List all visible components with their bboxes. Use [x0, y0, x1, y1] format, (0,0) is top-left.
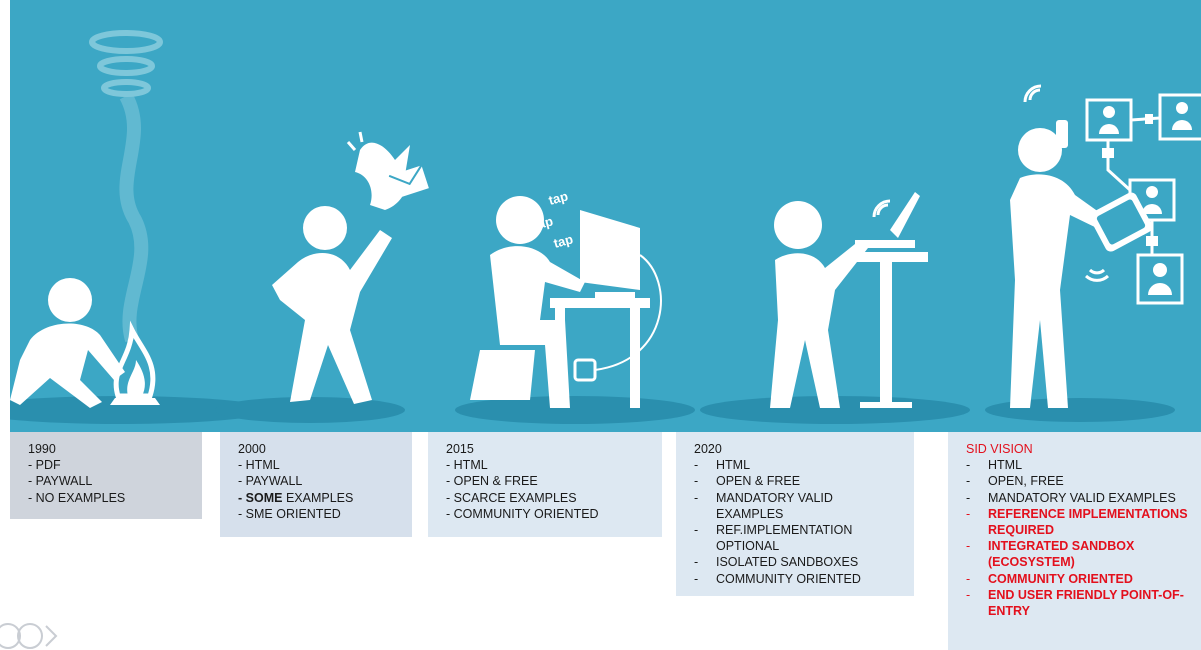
list-item: - SOME EXAMPLES — [238, 490, 354, 505]
list-item: -OPEN, FREE — [966, 474, 1064, 489]
card-list: - HTML - OPEN & FREE - SCARCE EXAMPLES -… — [446, 457, 650, 522]
tap-label-3: tap — [552, 231, 575, 251]
throwing-person-icon — [272, 206, 392, 404]
wifi-icon — [872, 199, 891, 218]
list-item: - PAYWALL — [28, 474, 93, 489]
card-1990: 1990 - PDF - PAYWALL - NO EXAMPLES — [10, 432, 202, 519]
tablet-icon — [1089, 192, 1153, 252]
smoke-signal-icon — [89, 30, 163, 343]
ground-shadow-2015 — [455, 396, 695, 424]
list-item: - COMMUNITY ORIENTED — [446, 506, 599, 521]
card-2020: 2020 -HTML -OPEN & FREE -MANDATORY VALID… — [676, 432, 914, 596]
scene-2000 — [215, 131, 429, 423]
list-item: -END USER FRIENDLY POINT-OF-ENTRY — [966, 587, 1184, 619]
list-item: - OPEN & FREE — [446, 474, 538, 489]
laptop-icon — [848, 192, 928, 408]
list-item: -MANDATORY VALID EXAMPLES — [966, 490, 1176, 505]
card-2000: 2000 - HTML - PAYWALL - SOME EXAMPLES - … — [220, 432, 412, 537]
card-heading: 2020 — [694, 442, 722, 456]
card-sid-vision: SID VISION -HTML -OPEN, FREE -MANDATORY … — [948, 432, 1201, 650]
ground-shadow-sid — [985, 398, 1175, 422]
scene-1990 — [10, 30, 270, 424]
list-item: -ISOLATED SANDBOXES — [694, 555, 859, 570]
card-list: - HTML - PAYWALL - SOME EXAMPLES - SME O… — [238, 457, 400, 522]
list-item: -REF.IMPLEMENTATION OPTIONAL — [694, 523, 853, 554]
partial-logo-icon — [0, 623, 58, 649]
list-item: - PDF — [28, 458, 61, 473]
ground-shadow-2000 — [215, 397, 405, 423]
card-list: -HTML -OPEN & FREE -MANDATORY VALID EXAM… — [694, 457, 902, 587]
evolution-banner: tap tap tap — [10, 0, 1201, 432]
list-item: -OPEN & FREE — [694, 474, 801, 489]
ground-shadow-1990 — [10, 396, 270, 424]
card-list: -HTML -OPEN, FREE -MANDATORY VALID EXAMP… — [966, 457, 1189, 619]
wifi-icon — [1023, 84, 1110, 282]
tap-label-2: tap — [532, 213, 555, 233]
list-item: -HTML — [966, 458, 1023, 473]
network-nodes-icon — [1085, 93, 1201, 305]
card-2015: 2015 - HTML - OPEN & FREE - SCARCE EXAMP… — [428, 432, 662, 537]
evolution-illustration: tap tap tap — [10, 30, 1201, 424]
list-item: -COMMUNITY ORIENTED — [694, 571, 861, 586]
list-item: -COMMUNITY ORIENTED — [966, 571, 1133, 586]
list-item: - HTML — [238, 458, 280, 473]
tap-sound-labels: tap tap tap — [532, 188, 575, 251]
list-item: -MANDATORY VALID EXAMPLES — [694, 490, 833, 521]
scene-2015: tap tap tap — [455, 188, 695, 424]
desktop-computer-icon — [550, 210, 662, 408]
person-typing-icon — [470, 196, 585, 408]
list-item: -REFERENCE IMPLEMENTATIONS REQUIRED — [966, 506, 1188, 538]
scene-sid-vision — [985, 84, 1201, 422]
list-item: - SCARCE EXAMPLES — [446, 490, 577, 505]
scene-2020 — [700, 192, 970, 424]
list-item: - PAYWALL — [238, 474, 303, 489]
card-heading: 2015 — [446, 442, 474, 456]
card-heading: 1990 — [28, 442, 56, 456]
list-item: -HTML — [694, 458, 751, 473]
standing-person-icon — [770, 201, 868, 408]
list-item: -INTEGRATED SANDBOX (ECOSYSTEM) — [966, 539, 1135, 570]
card-list: - PDF - PAYWALL - NO EXAMPLES — [28, 457, 190, 506]
tap-label-1: tap — [547, 188, 570, 208]
list-item: - SME ORIENTED — [238, 506, 341, 521]
card-heading: 2000 — [238, 442, 266, 456]
card-heading: SID VISION — [966, 442, 1033, 456]
phone-call-icon — [1010, 120, 1110, 408]
list-item: - NO EXAMPLES — [28, 490, 126, 505]
kneeling-person-icon — [10, 278, 125, 408]
list-item: - HTML — [446, 458, 488, 473]
carrier-pigeon-icon — [346, 131, 410, 210]
bold-word: SOME — [245, 490, 283, 505]
letter-icon — [388, 164, 429, 199]
